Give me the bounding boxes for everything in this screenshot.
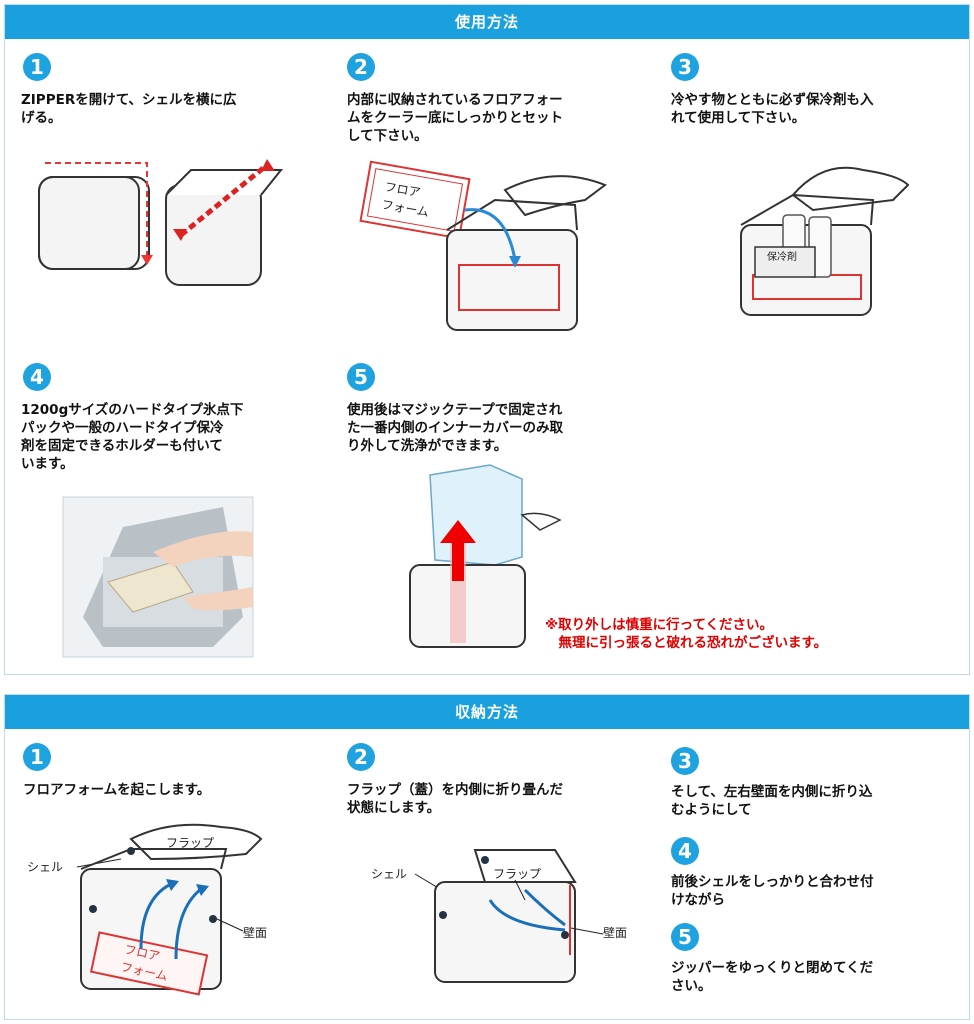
usage-step-1-text: ZIPPERを開けて、シェルを横に広 げる。 [21, 92, 237, 126]
storage-2-wall-label: 壁面 [603, 925, 627, 940]
storage-step-5-number: 5 [671, 923, 699, 951]
usage-step-4-text: 1200gサイズのハードタイプ氷点下 パックや一般のハードタイプ保冷 剤を固定で… [21, 402, 244, 472]
storage-step-3-text: そして、左右壁面を内側に折り込 むようにして [671, 784, 873, 818]
usage-step-3-illustration: 保冷剤 [740, 166, 910, 316]
usage-step-5-text: 使用後はマジックテープで固定され た一番内側のインナーカバーのみ取 り外して洗浄… [347, 402, 563, 454]
storage-step-2-number: 2 [347, 743, 375, 771]
storage-2-shell-label: シェル [371, 867, 407, 881]
storage-2-flap-label: フラップ [493, 867, 541, 881]
usage-step-5-number: 5 [347, 363, 375, 391]
storage-step-4-text: 前後シェルをしっかりと合わせ付 けながら [671, 874, 874, 908]
storage-banner: 収納方法 [5, 695, 969, 729]
wall-label: 壁面 [243, 925, 267, 940]
storage-step-1-number: 1 [23, 743, 51, 771]
usage-step-4-number: 4 [23, 363, 51, 391]
storage-step-3-number: 3 [671, 747, 699, 775]
usage-step-1-number: 1 [23, 53, 51, 81]
storage-title: 収納方法 [454, 703, 519, 721]
shell-label: シェル [27, 860, 63, 874]
usage-step-5-illustration [409, 464, 562, 648]
flap-label: フラップ [166, 836, 214, 850]
usage-step-3-text: 冷やす物とともに必ず保冷剤も入 れて使用して下さい。 [671, 92, 874, 126]
storage-section: 収納方法 1 フロアフォームを起こします。 シェル フラップ フロア フォーム … [4, 694, 970, 1020]
storage-step-1-illustration: シェル フラップ フロア フォーム 壁面 [27, 823, 267, 996]
storage-step-1-text: フロアフォームを起こします。 [23, 782, 211, 798]
usage-step-2-illustration: フロア フォーム [359, 160, 608, 331]
usage-title: 使用方法 [454, 13, 519, 31]
holder-photo [62, 496, 254, 658]
usage-section: 使用方法 1 ZIPPERを開けて、シェルを横に広 げる。 2 内部に収納されて… [4, 4, 970, 675]
storage-step-5-text: ジッパーをゆっくりと閉めてくだ さい。 [671, 960, 874, 994]
usage-banner: 使用方法 [5, 5, 969, 39]
usage-step-2-number: 2 [347, 53, 375, 81]
storage-step-2-text: フラップ（蓋）を内側に折り畳んだ 状態にします。 [347, 782, 563, 816]
usage-step-3-number: 3 [671, 53, 699, 81]
floor-foam-label-line1: フロア [384, 180, 422, 200]
usage-warning: ※取り外しは慎重に行ってください。 無理に引っ張ると破れる恐れがございます。 [545, 617, 828, 651]
usage-step-2-text: 内部に収納されているフロアフォー ムをクーラー底にしっかりとセット して下さい。 [347, 92, 563, 144]
storage-step-4-number: 4 [671, 837, 699, 865]
icepack-label: 保冷剤 [767, 250, 797, 263]
storage-step-2-illustration: シェル フラップ 壁面 [371, 849, 627, 983]
usage-step-1-illustration [38, 159, 284, 286]
